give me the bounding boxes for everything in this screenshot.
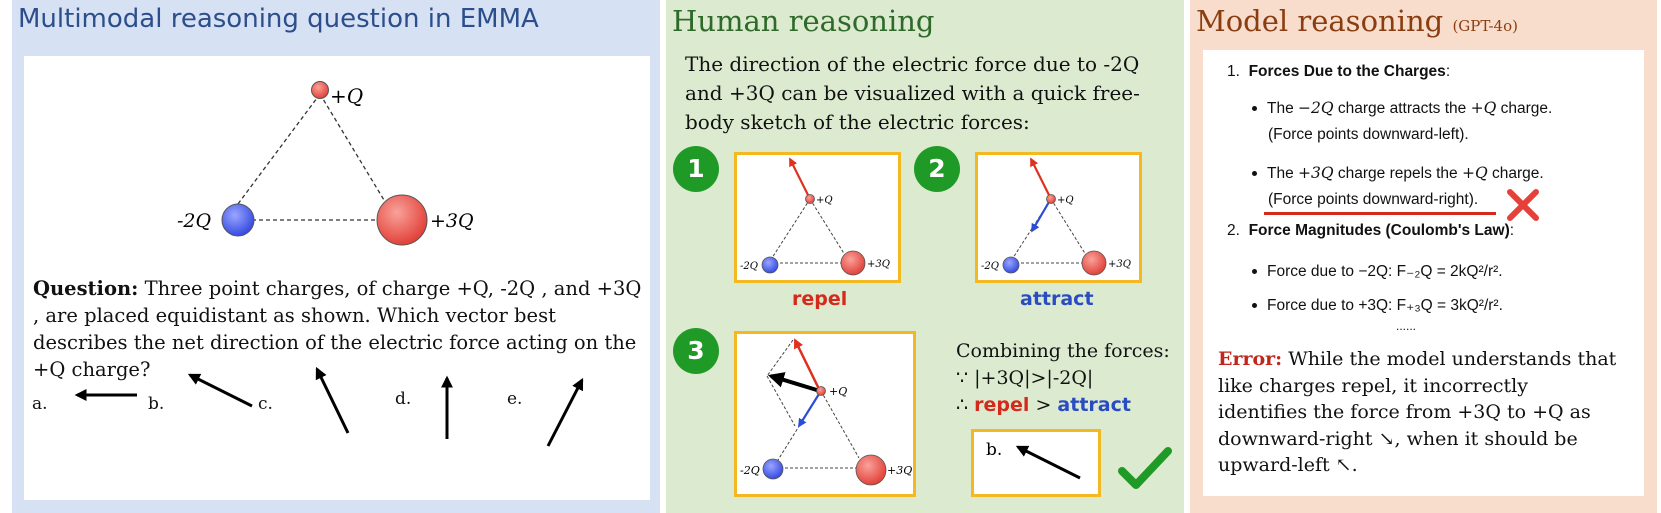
ellipsis: ...... — [1396, 319, 1417, 333]
option-e-arrow — [546, 377, 584, 447]
answer-arrow — [1015, 445, 1081, 480]
item-2: 2. Force Magnitudes (Coulomb's Law): — [1227, 222, 1515, 239]
svg-text:-2Q: -2Q — [981, 261, 999, 272]
bullet-1: The −2Q charge attracts the +Q charge. — [1252, 99, 1552, 118]
charge-top-plus-q — [311, 81, 329, 99]
step-3-badge: 3 — [673, 328, 719, 374]
checkmark-icon — [1118, 447, 1172, 489]
charge-minus-2q — [221, 203, 255, 237]
question-panel: Multimodal reasoning question in EMMA +Q… — [12, 0, 660, 513]
formula-1: Force due to −2Q: F₋₂Q = 2kQ²/r². — [1252, 262, 1503, 281]
human-reasoning-panel: Human reasoning The direction of the ele… — [666, 0, 1184, 513]
label-plus-q: +Q — [330, 84, 363, 108]
svg-text:+Q: +Q — [1057, 195, 1074, 206]
bullet-2: The +3Q charge repels the +Q charge. — [1252, 164, 1544, 183]
formula-2: Force due to +3Q: F₊₃Q = 3kQ²/r². — [1252, 296, 1503, 315]
cross-icon — [1507, 189, 1539, 221]
charge-triangle-diagram: +Q -2Q +3Q — [74, 81, 584, 447]
svg-text:+Q: +Q — [816, 195, 833, 206]
edge-top-left — [225, 93, 321, 221]
option-b-label: b. — [148, 394, 165, 414]
error-underline — [1264, 212, 1496, 215]
because-line: ∵ |+3Q|>|-2Q| — [956, 367, 1094, 389]
label-plus-3q: +3Q — [430, 210, 474, 232]
attract-label: attract — [1020, 288, 1094, 310]
bullet-2-note: (Force points downward-right). — [1268, 191, 1479, 208]
option-e-label: e. — [507, 389, 523, 409]
model-answer-card — [1203, 50, 1644, 496]
attract-force-arrow — [1031, 201, 1050, 233]
model-panel-title: Model reasoning (GPT-4o) — [1196, 4, 1518, 38]
combining-heading: Combining the forces: — [956, 340, 1170, 362]
error-label: Error: — [1218, 348, 1283, 370]
repel-label: repel — [792, 288, 848, 310]
repel-force-arrow — [789, 157, 810, 198]
therefore-line: ∴ repel > attract — [956, 394, 1131, 416]
net-force-arrow — [767, 372, 821, 393]
edge-top-right — [319, 93, 391, 211]
human-intro-text: The direction of the electric force due … — [685, 52, 1140, 134]
svg-text:+3Q: +3Q — [1108, 259, 1131, 270]
sketch-combined: +Q -2Q +3Q — [734, 331, 916, 497]
bullet-1-note: (Force points downward-left). — [1268, 126, 1469, 143]
human-panel-title: Human reasoning — [672, 4, 935, 38]
step-2-badge: 2 — [914, 146, 960, 192]
answer-box: b. — [971, 429, 1101, 497]
model-name: (GPT-4o) — [1452, 17, 1518, 35]
question-card: +Q -2Q +3Q — [24, 56, 650, 500]
sketch-repel: +Q -2Q +3Q — [734, 152, 901, 283]
svg-text:-2Q: -2Q — [740, 464, 760, 477]
error-text: While the model understands that like ch… — [1218, 348, 1617, 476]
item-1: 1. Forces Due to the Charges: — [1227, 63, 1451, 80]
label-minus-2q: -2Q — [177, 210, 211, 232]
error-explanation: Error: While the model understands that … — [1218, 346, 1618, 479]
option-c-label: c. — [258, 394, 273, 414]
combining-forces-text: Combining the forces: ∵ |+3Q|>|-2Q| ∴ re… — [956, 338, 1170, 419]
question-text-block: Question: Three point charges, of charge… — [33, 275, 643, 383]
svg-text:+3Q: +3Q — [867, 259, 890, 270]
step-1-badge: 1 — [673, 146, 719, 192]
option-d-label: d. — [395, 389, 412, 409]
svg-text:-2Q: -2Q — [740, 261, 758, 272]
model-reasoning-panel: Model reasoning (GPT-4o) 1. Forces Due t… — [1190, 0, 1657, 513]
svg-text:+3Q: +3Q — [887, 464, 912, 477]
answer-option-label: b. — [986, 440, 1003, 460]
svg-text:+Q: +Q — [829, 385, 847, 398]
charge-plus-3q — [376, 194, 428, 246]
option-b-arrow — [187, 373, 253, 408]
question-panel-title: Multimodal reasoning question in EMMA — [18, 4, 539, 34]
sketch-attract: +Q -2Q +3Q — [975, 152, 1142, 283]
question-body: Three point charges, of charge +Q, -2Q ,… — [33, 277, 642, 381]
question-label: Question: — [33, 277, 139, 300]
option-a-label: a. — [32, 394, 48, 414]
option-c-arrow — [315, 366, 350, 434]
